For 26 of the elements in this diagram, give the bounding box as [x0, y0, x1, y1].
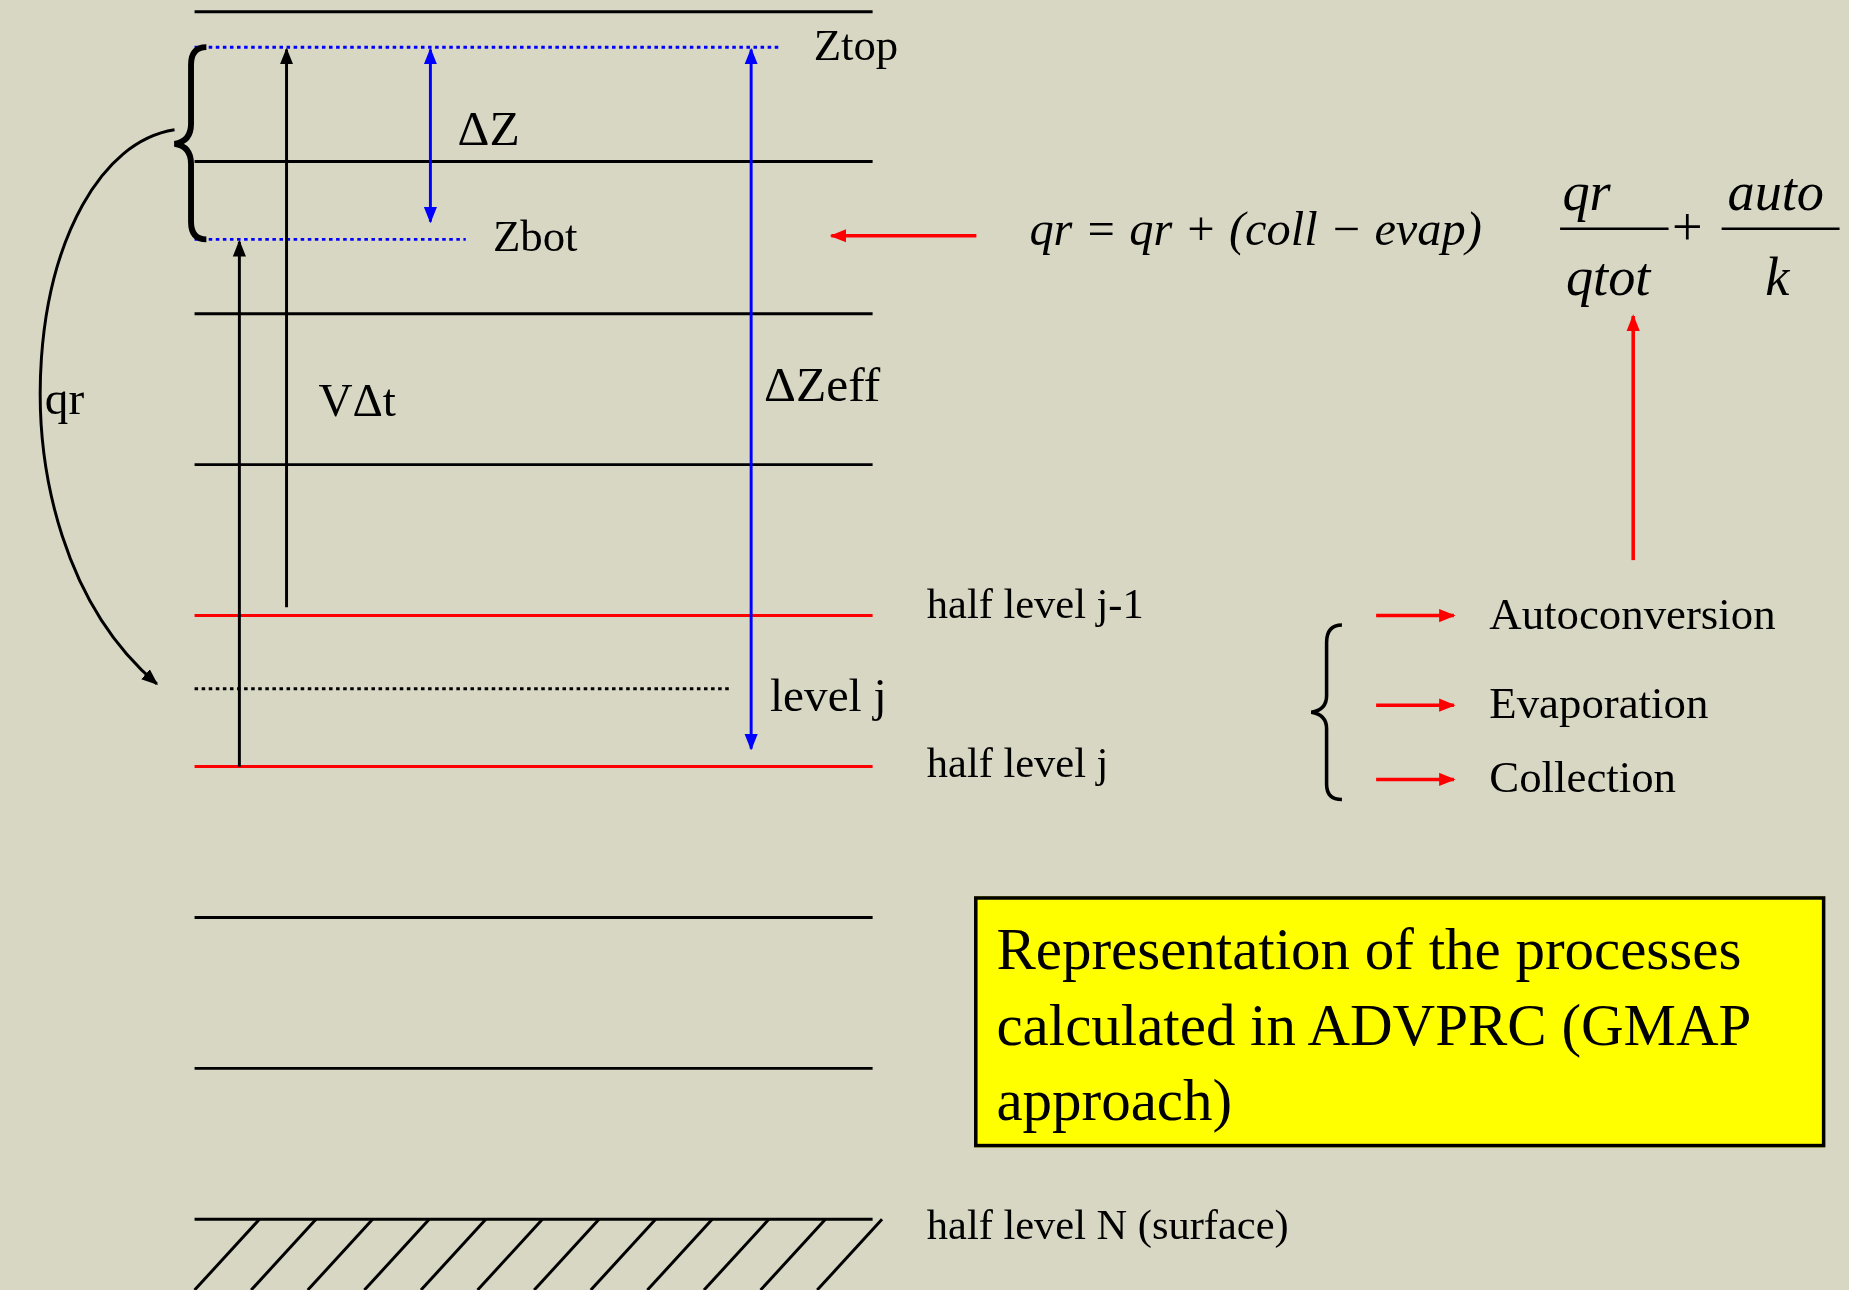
level-label: level j — [770, 669, 887, 722]
denominator: k — [1765, 247, 1790, 308]
process-label: Collection — [1489, 753, 1676, 803]
operator: + — [1672, 198, 1703, 258]
process-label: Autoconversion — [1489, 589, 1776, 639]
level-label: Ztop — [813, 21, 899, 71]
level-label: half level N (surface) — [926, 1202, 1289, 1250]
note-text: Representation of the processes calculated in ADVPRC (GMAP approach) — [996, 915, 1751, 1136]
level-label: half level j-1 — [926, 581, 1144, 629]
process-label: Evaporation — [1489, 679, 1709, 729]
level-label: half level j — [926, 740, 1109, 788]
quantity-label: ΔZ — [457, 101, 520, 156]
quantity-label: ΔZeff — [764, 357, 881, 412]
arrow — [1376, 698, 1456, 712]
denominator: qtot — [1566, 247, 1651, 308]
numerator: qr — [1562, 162, 1611, 223]
quantity-label: VΔt — [318, 375, 396, 427]
quantity-label: qr — [44, 372, 85, 425]
equation-term: qr = qr + (coll − evap) — [1029, 202, 1482, 256]
level-label: Zbot — [492, 212, 578, 262]
arrow — [1376, 608, 1456, 623]
note-box — [974, 896, 1826, 1148]
arrow — [829, 229, 977, 243]
arrow — [1376, 772, 1456, 787]
arrow — [1626, 314, 1640, 561]
numerator: auto — [1727, 162, 1824, 223]
